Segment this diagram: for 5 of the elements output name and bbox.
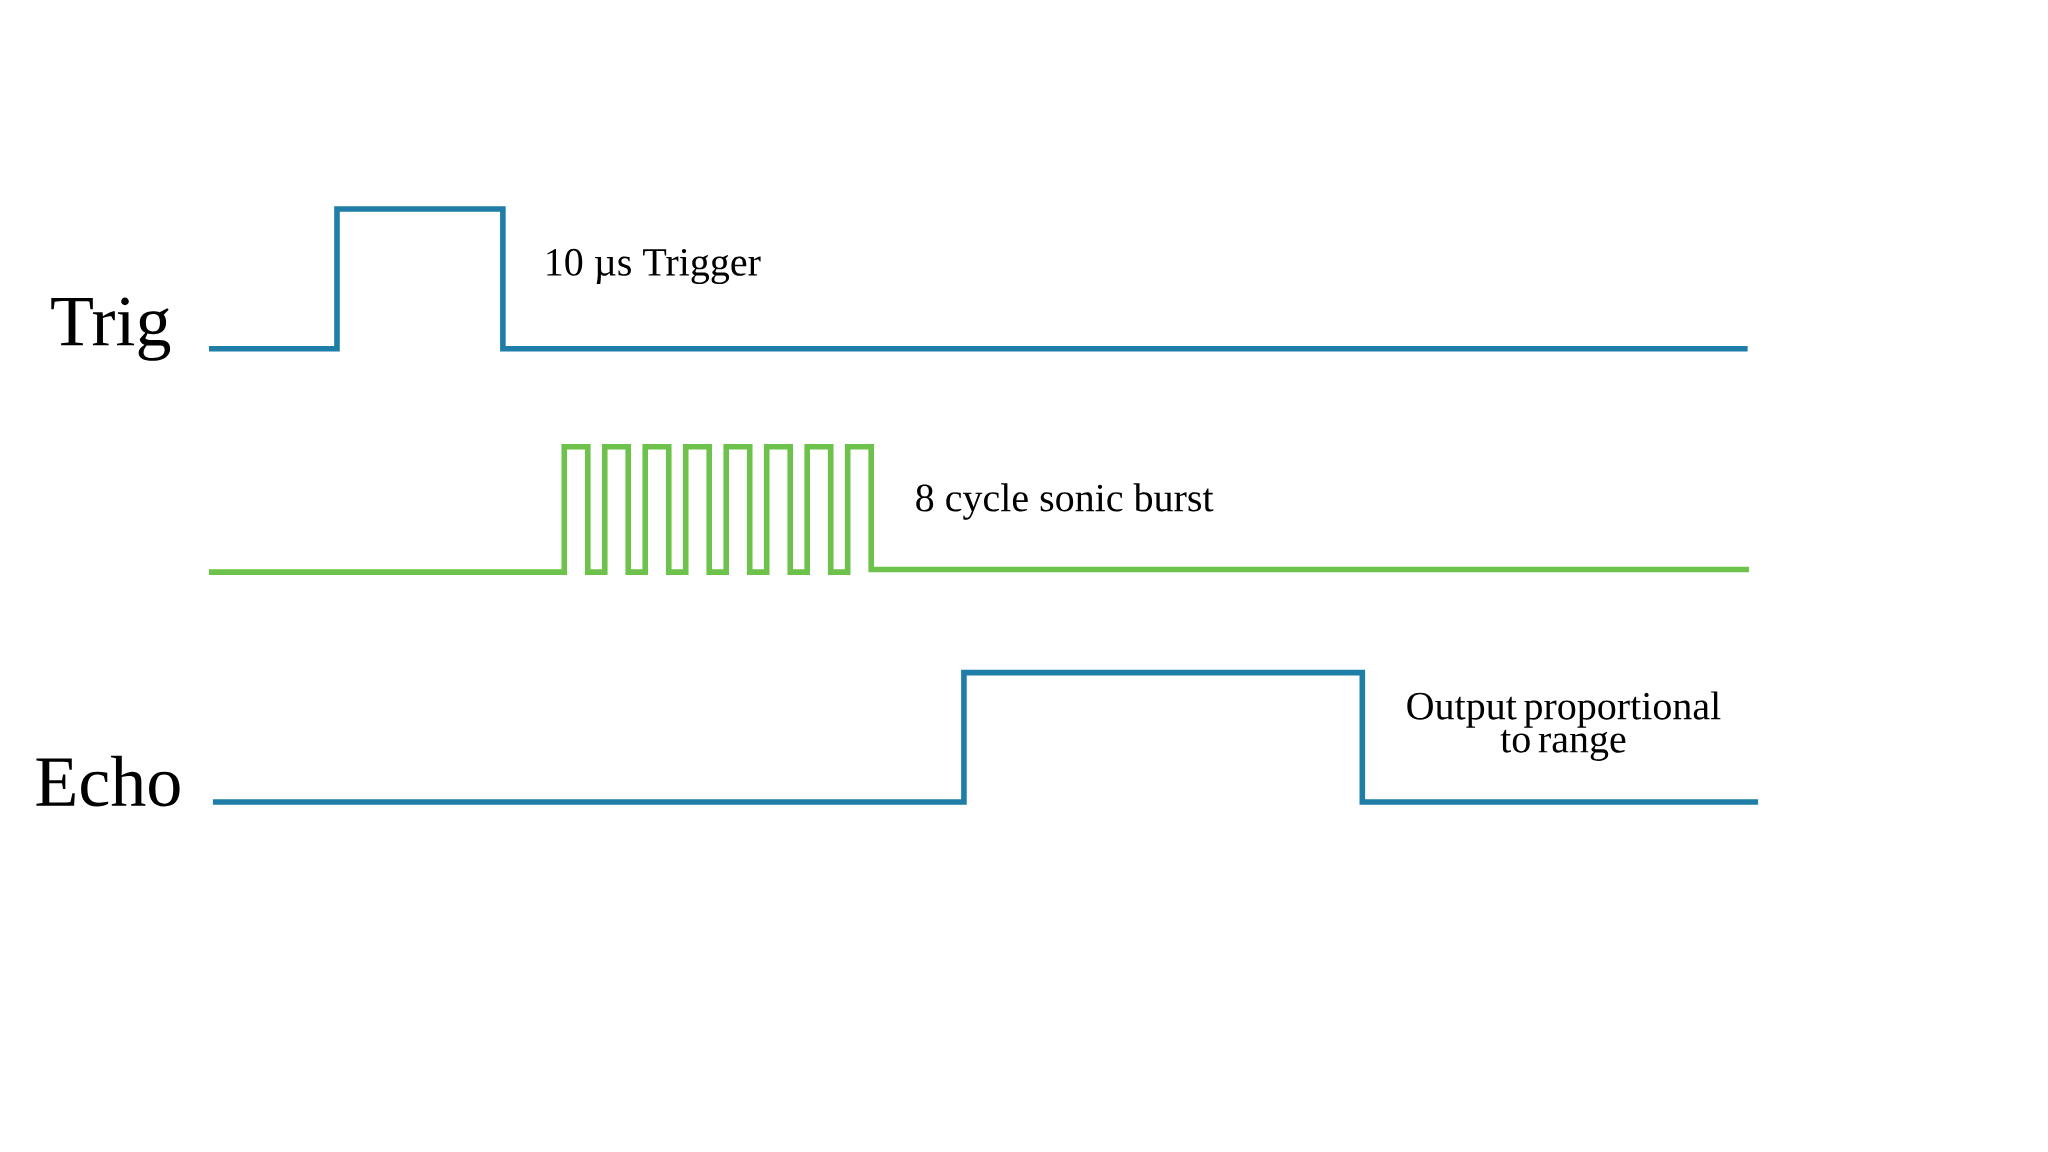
annotation-text: Output proportional to range [1407, 691, 1721, 761]
annotation-text: 8 cycle sonic burst [916, 483, 1214, 520]
annotation-text: 10 µs Trigger [547, 248, 761, 285]
signal-label: Trig [51, 297, 171, 361]
signal-label: Echo [36, 755, 180, 807]
